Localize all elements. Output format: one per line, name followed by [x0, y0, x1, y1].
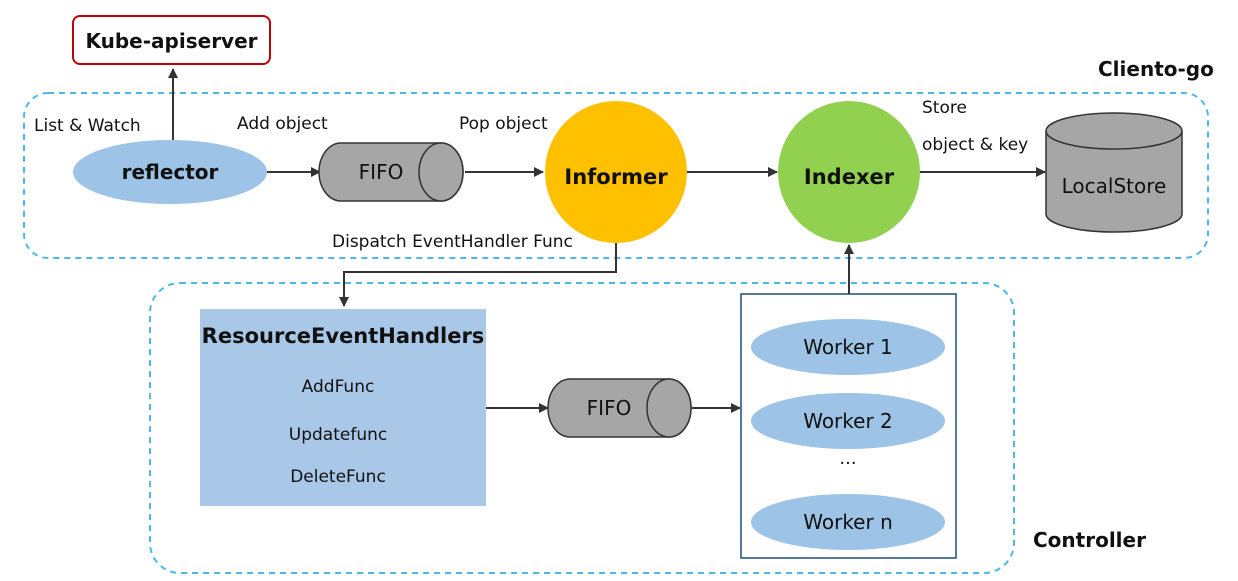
- resource-event-handlers-box: [200, 309, 486, 506]
- informer-node: [545, 101, 687, 243]
- handler-updatefunc: Updatefunc: [289, 425, 387, 445]
- handler-deletefunc: DeleteFunc: [290, 467, 386, 487]
- pop-object-label: Pop object: [459, 114, 548, 134]
- worker-1: [751, 319, 945, 375]
- worker-n-label: Worker n: [803, 510, 893, 534]
- handler-addfunc: AddFunc: [302, 377, 375, 397]
- fifo-queue-top: [318, 142, 464, 202]
- fifo-queue-controller: [547, 378, 692, 438]
- store-label-line2: object & key: [922, 135, 1028, 155]
- indexer-label: Indexer: [804, 165, 895, 189]
- informer-label: Informer: [564, 165, 668, 189]
- dispatch-arrow: [339, 243, 617, 307]
- controller-region: [149, 282, 1015, 574]
- client-go-title: Cliento-go: [1098, 57, 1214, 81]
- dispatch-label: Dispatch EventHandler Func: [332, 232, 573, 252]
- resource-event-handlers-title: ResourceEventHandlers: [202, 324, 485, 348]
- worker-n: [751, 494, 945, 550]
- list-watch-label: List & Watch: [34, 116, 141, 136]
- add-object-label: Add object: [237, 114, 328, 134]
- fifo-label-controller: FIFO: [587, 396, 632, 420]
- worker-1-label: Worker 1: [803, 335, 893, 359]
- reflector-node: [73, 140, 267, 204]
- fifo-label-top: FIFO: [359, 160, 404, 184]
- kube-apiserver-label: Kube-apiserver: [85, 29, 257, 53]
- store-label-line1: Store: [922, 98, 967, 118]
- worker-2: [751, 393, 945, 449]
- workers-ellipsis: ...: [839, 448, 856, 469]
- kube-apiserver-box: [72, 15, 271, 65]
- indexer-node: [778, 101, 920, 243]
- worker-2-label: Worker 2: [803, 409, 893, 433]
- localstore-database: [1045, 112, 1183, 233]
- localstore-label: LocalStore: [1062, 174, 1167, 198]
- reflector-label: reflector: [122, 160, 219, 184]
- controller-title: Controller: [1033, 528, 1146, 552]
